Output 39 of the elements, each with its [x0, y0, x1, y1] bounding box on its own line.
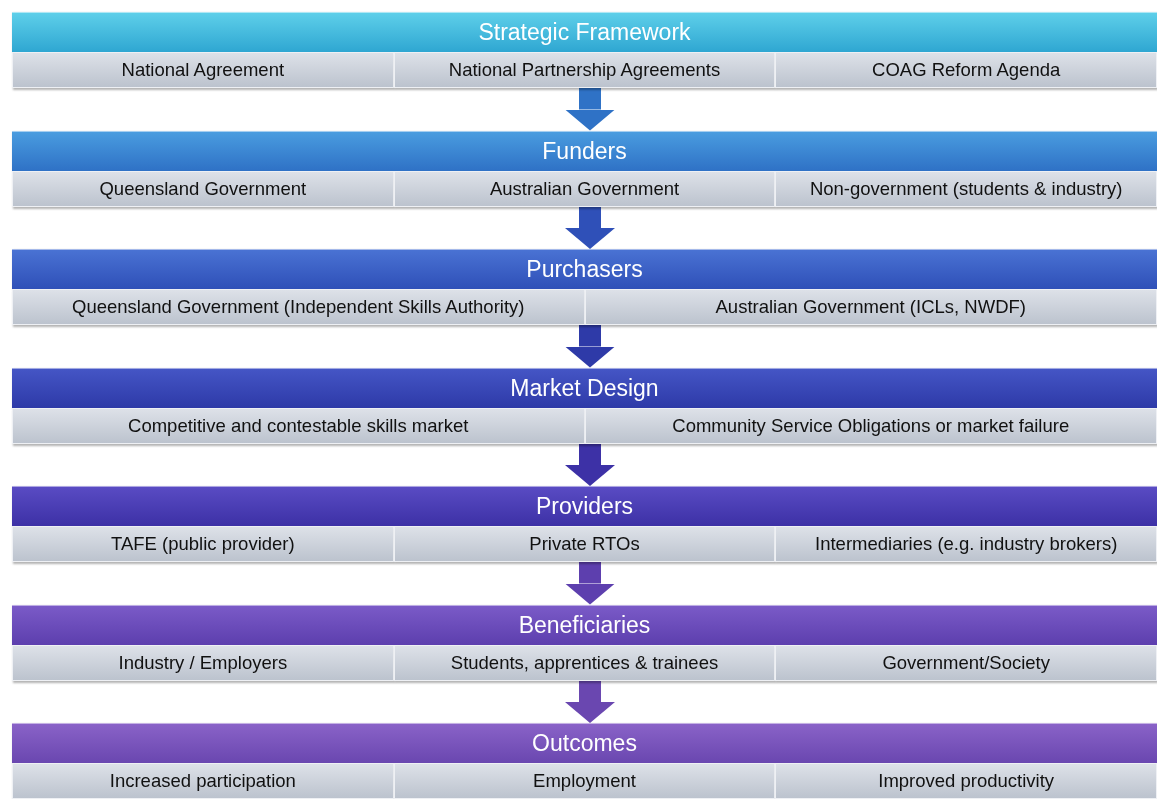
stage-band [12, 249, 1157, 325]
stage-title: Market Design [510, 374, 659, 402]
stage-band [12, 604, 1157, 681]
item-cell: Students, apprentices & trainees [393, 644, 776, 681]
item-cell: Increased participation [12, 763, 394, 799]
stage-band [12, 367, 1157, 444]
item-cell: TAFE (public provider) [12, 526, 394, 562]
stage-title: Outcomes [532, 730, 637, 758]
item-cell: National Agreement [12, 52, 394, 88]
stage-title: Providers [535, 493, 634, 521]
item-cell: Australian Government (ICLs, NWDF) [584, 289, 1157, 325]
down-arrow [565, 88, 615, 131]
item-cell: National Partnership Agreements [393, 52, 776, 88]
item-cell: COAG Reform Agenda [775, 52, 1157, 88]
stage-band [12, 486, 1157, 562]
stage-title: Purchasers [526, 256, 643, 284]
item-cell: Queensland Government [12, 170, 394, 207]
item-cell: Intermediaries (e.g. industry brokers) [775, 526, 1157, 562]
item-cell: Australian Government [393, 170, 776, 207]
item-cell: Private RTOs [393, 526, 776, 562]
item-cell: Competitive and contestable skills market [12, 407, 585, 444]
down-arrow [565, 443, 615, 486]
stage-band [12, 723, 1157, 799]
stage-title: Funders [542, 137, 627, 165]
item-cell: Improved productivity [775, 763, 1157, 799]
stage-band [12, 130, 1157, 207]
down-arrow [565, 562, 615, 605]
item-cell: Community Service Obligations or market failure [584, 407, 1157, 444]
stage-band [12, 12, 1157, 88]
down-arrow [565, 325, 615, 368]
item-cell: Non-government (students & industry) [775, 170, 1157, 207]
down-arrow [565, 206, 615, 249]
down-arrow [565, 680, 615, 723]
stage-title: Beneficiaries [518, 611, 651, 639]
item-cell: Government/Society [775, 644, 1157, 681]
item-cell: Employment [393, 763, 776, 799]
item-cell: Queensland Government (Independent Skills Authority) [12, 289, 585, 325]
stage-title: Strategic Framework [478, 19, 691, 47]
item-cell: Industry / Employers [12, 644, 394, 681]
